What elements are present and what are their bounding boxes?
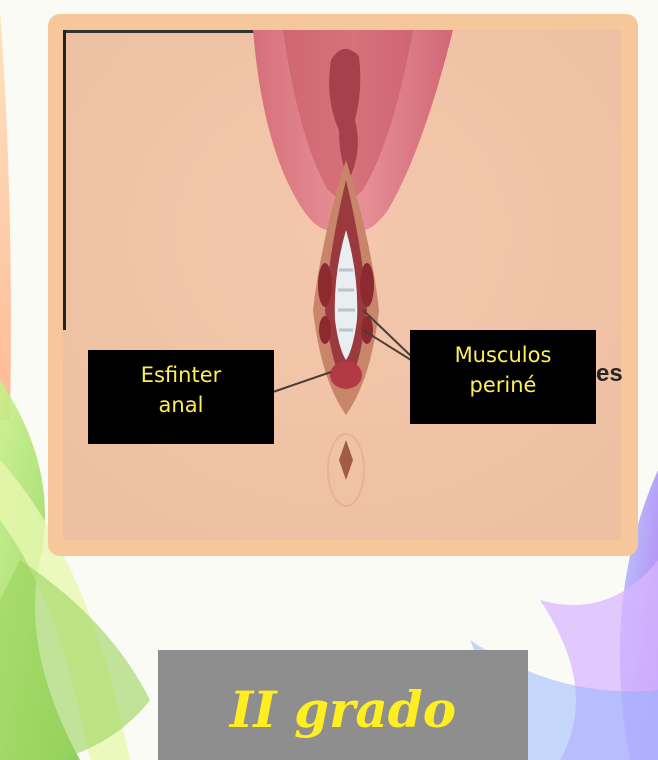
grade-caption-box: II grado	[158, 650, 528, 760]
background-fragment-text: es	[596, 360, 623, 388]
grade-caption: II grado	[158, 680, 528, 739]
anatomical-illustration	[63, 30, 621, 540]
perineum-muscles-label: Musculos periné	[410, 330, 596, 424]
sphincter-label: Esfinter anal	[88, 350, 274, 444]
